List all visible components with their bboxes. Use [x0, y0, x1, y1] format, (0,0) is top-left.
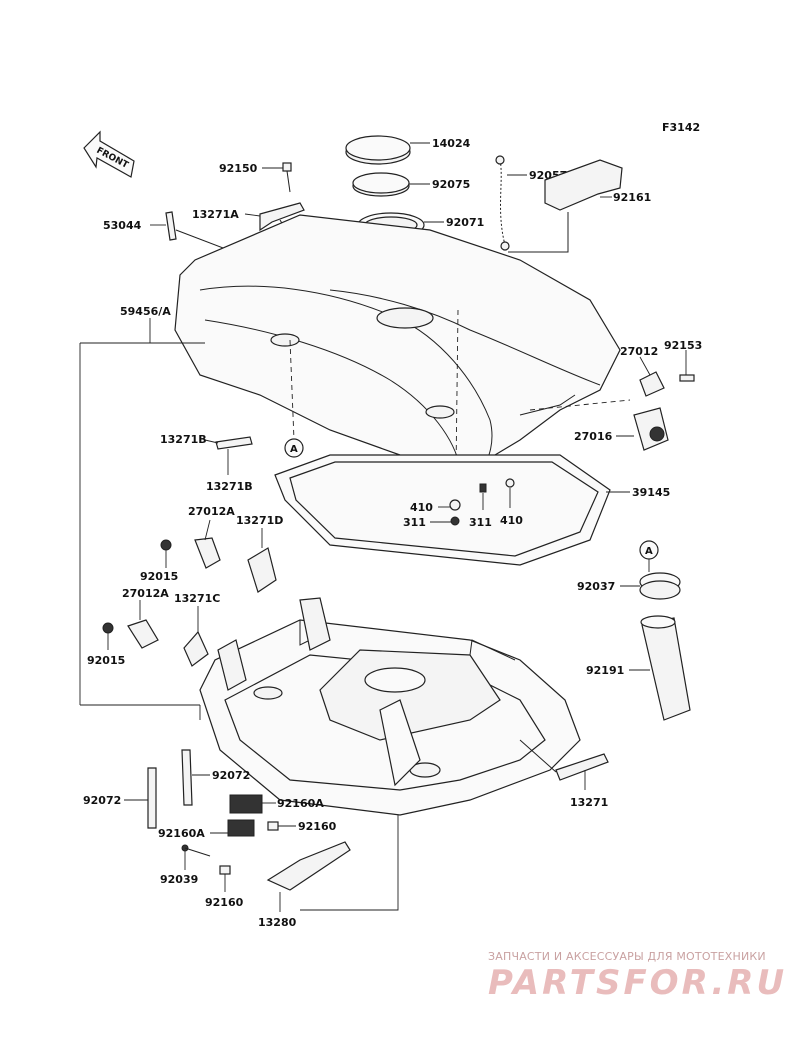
hose-92191: [640, 615, 691, 721]
label-13271A: 13271A: [192, 208, 239, 221]
part-53044: [165, 211, 177, 241]
label-92075: 92075: [432, 178, 470, 191]
label-92071: 92071: [446, 216, 484, 229]
pad-92160-1: [267, 821, 279, 831]
label-53044: 53044: [103, 219, 142, 232]
strap-92072-right: [181, 749, 193, 806]
clamp-92037: A: [639, 540, 681, 600]
label-92150: 92150: [219, 162, 258, 175]
label-13271C: 13271C: [174, 592, 220, 605]
label-59456A: 59456/A: [120, 305, 171, 318]
svg-text:A: A: [290, 444, 298, 455]
label-311-left: 311: [403, 516, 426, 529]
bracket-13271D: [247, 547, 277, 593]
bracket-13271A: [259, 202, 305, 232]
watermark-logo: PARTSFOR.RU: [488, 963, 788, 1003]
callout-a-1: A: [284, 438, 304, 458]
label-92039: 92039: [160, 873, 198, 886]
front-arrow-icon: FRONT: [83, 130, 135, 178]
bracket-13271: [555, 753, 609, 781]
label-410-left: 410: [410, 501, 433, 514]
label-92072-right: 92072: [212, 769, 250, 782]
bracket-13271C: [183, 630, 209, 667]
label-39145: 39145: [632, 486, 670, 499]
svg-text:A: A: [645, 546, 653, 557]
cap-14024: [345, 135, 411, 165]
deck-lower: [199, 597, 581, 816]
label-92160A-1: 92160A: [277, 797, 324, 810]
bracket-27012A-1: [194, 537, 221, 569]
bracket-27012A-2: [127, 619, 159, 649]
seal-39145: [274, 454, 611, 566]
hood-59456A: [174, 214, 621, 471]
bracket-13280: [266, 841, 351, 891]
bolt-92150: [282, 162, 292, 193]
label-92015-1: 92015: [140, 570, 178, 583]
bracket-13271B: [215, 436, 253, 450]
pin-92039: [181, 844, 211, 857]
label-13271B-top: 13271B: [160, 433, 207, 446]
label-92037: 92037: [577, 580, 615, 593]
gasket-92075: [352, 172, 410, 197]
label-92160A-2: 92160A: [158, 827, 205, 840]
label-92160-1: 92160: [298, 820, 337, 833]
screw-92153: [679, 374, 695, 382]
label-92161: 92161: [613, 191, 651, 204]
label-92160-2: 92160: [205, 896, 244, 909]
label-92015-2: 92015: [87, 654, 125, 667]
pad-92161: [544, 159, 623, 211]
label-92153: 92153: [664, 339, 702, 352]
strap-92072-left: [147, 767, 157, 829]
label-311-right: 311: [469, 516, 492, 529]
label-13271: 13271: [570, 796, 608, 809]
label-13271B-bottom: 13271B: [206, 480, 253, 493]
pad-92160-2: [219, 865, 231, 875]
bracket-27012: [639, 371, 665, 397]
label-27012A-2: 27012A: [122, 587, 169, 600]
label-92072-left: 92072: [83, 794, 121, 807]
label-92191: 92191: [586, 664, 624, 677]
figure-code: F3142: [662, 121, 700, 134]
watermark-tagline: ЗАПЧАСТИ И АКСЕССУАРЫ ДЛЯ МОТОТЕХНИКИ: [488, 950, 766, 963]
label-27012A-1: 27012A: [188, 505, 235, 518]
label-13271D: 13271D: [236, 514, 283, 527]
cord-92057: [495, 155, 510, 251]
latch-27016: [633, 407, 669, 451]
label-14024: 14024: [432, 137, 471, 150]
label-27012: 27012: [620, 345, 658, 358]
label-410-right: 410: [500, 514, 523, 527]
label-13280: 13280: [258, 916, 297, 929]
label-27016: 27016: [574, 430, 613, 443]
pad-92160A-1: [229, 794, 263, 814]
pad-92160A-2: [227, 819, 255, 837]
